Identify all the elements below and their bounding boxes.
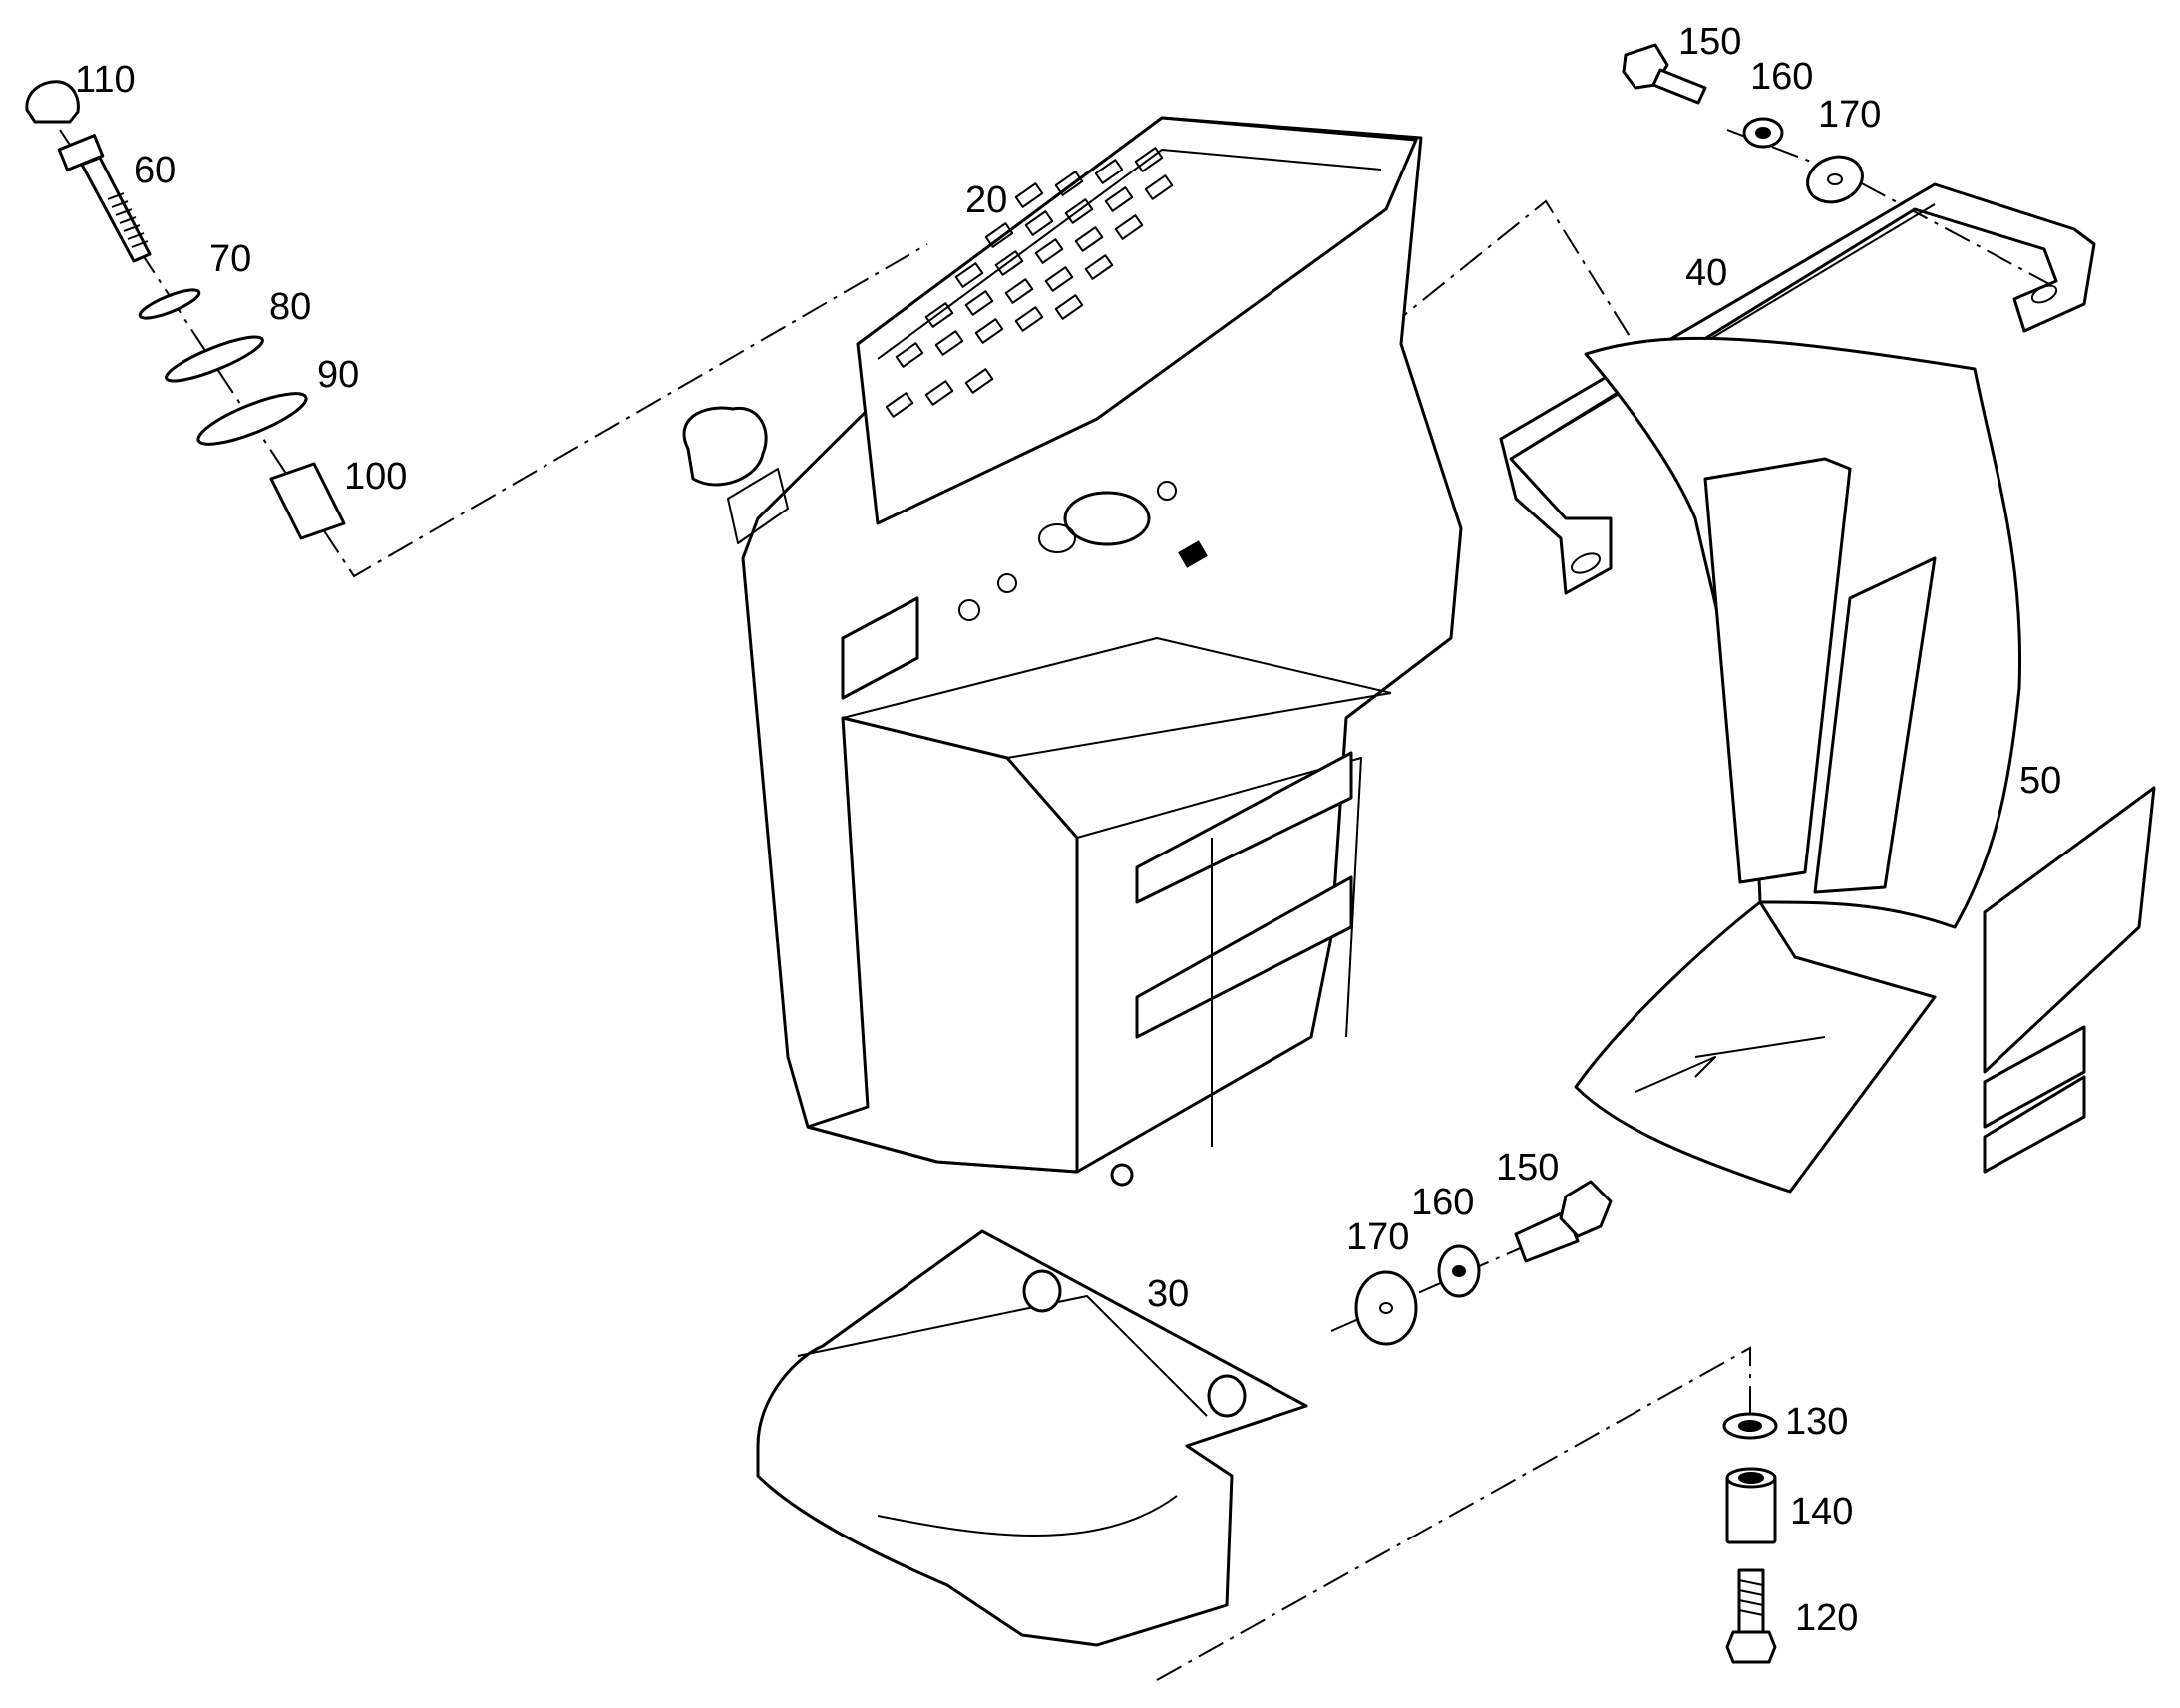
callout-labels: 110 60 70 80 90 100 20 150 160 170 40 50… <box>75 21 2061 1639</box>
cover-30 <box>756 1229 1308 1647</box>
bottom-right-stack <box>1722 1412 1778 1664</box>
callout-120: 120 <box>1795 1597 1858 1639</box>
callout-50: 50 <box>2019 760 2061 802</box>
callout-160-top: 160 <box>1750 56 1813 98</box>
callout-60: 60 <box>134 150 176 191</box>
callout-90: 90 <box>317 354 359 396</box>
bolt-shank-150-icon <box>1651 68 1707 105</box>
bolt-stack-left <box>25 80 346 540</box>
bolt-head-120-icon <box>1725 1630 1777 1664</box>
grommet-icon <box>1022 1269 1062 1313</box>
top-fasteners <box>1622 43 1864 204</box>
callout-130: 130 <box>1785 1401 1848 1443</box>
callout-150-mid: 150 <box>1496 1147 1559 1189</box>
bolt-head-150-icon <box>1559 1180 1613 1238</box>
shield-50 <box>1574 336 2156 1194</box>
washer-80-icon <box>165 335 264 383</box>
callout-170-top: 170 <box>1818 94 1881 136</box>
callout-20: 20 <box>965 179 1007 221</box>
callout-110: 110 <box>75 59 136 101</box>
washer-170-icon <box>1806 155 1864 204</box>
callout-100: 100 <box>344 456 407 498</box>
callout-70: 70 <box>209 238 251 280</box>
callout-140: 140 <box>1790 1491 1853 1533</box>
fuel-sender-icon <box>1063 491 1151 546</box>
callout-170-mid: 170 <box>1346 1216 1409 1258</box>
washer-70-icon <box>138 288 201 320</box>
cap-nut-110-icon <box>25 80 80 124</box>
callout-30: 30 <box>1147 1273 1189 1315</box>
bolt-shank-150-icon <box>1514 1209 1580 1263</box>
fuel-tank-20 <box>682 116 1463 1187</box>
grommet-icon <box>1207 1374 1247 1418</box>
callout-150-top: 150 <box>1678 21 1741 63</box>
washer-170-icon <box>1354 1270 1418 1346</box>
callout-40: 40 <box>1685 252 1727 294</box>
mid-fasteners <box>1354 1180 1613 1346</box>
spacer-100-icon <box>269 462 346 540</box>
callout-80: 80 <box>269 286 311 328</box>
washer-90-icon <box>196 392 308 446</box>
callout-160-mid: 160 <box>1411 1182 1474 1223</box>
bolt-shank-60-icon <box>80 156 152 263</box>
filler-cap-icon <box>682 406 768 487</box>
lid-vent-grid <box>885 147 1174 418</box>
